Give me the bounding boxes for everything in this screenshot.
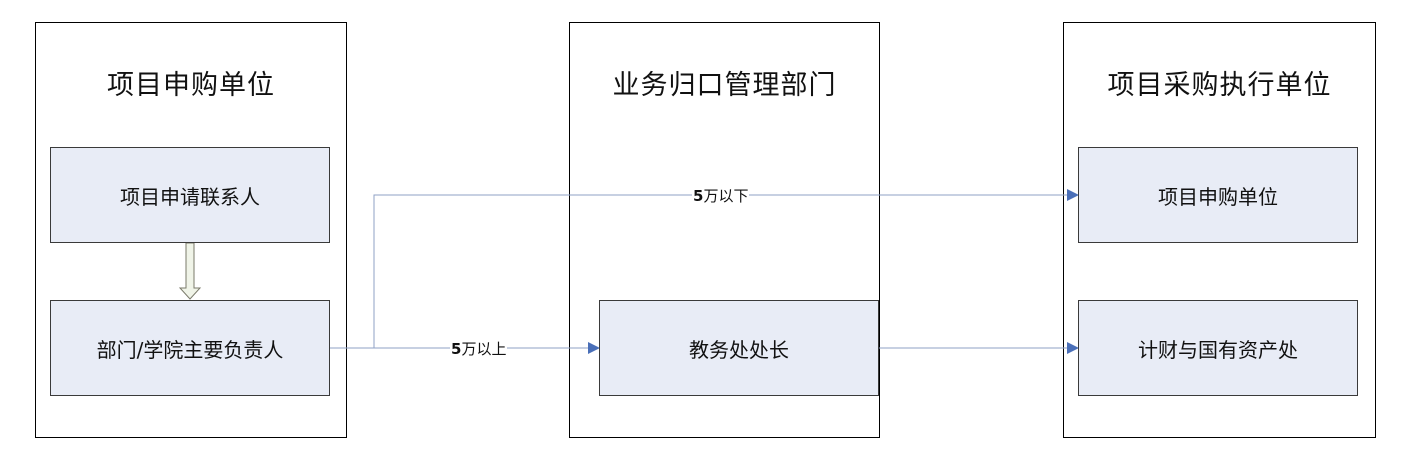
node-project-contact: 项目申请联系人 bbox=[50, 147, 330, 243]
node-label: 项目申购单位 bbox=[1158, 184, 1278, 209]
lane-title: 项目申购单位 bbox=[107, 70, 275, 101]
node-department-head: 部门/学院主要负责人 bbox=[50, 300, 330, 396]
node-label: 项目申请联系人 bbox=[120, 184, 260, 209]
edge-label-below: 5万以下 bbox=[692, 187, 750, 205]
edge-label-text: 万以上 bbox=[461, 340, 507, 358]
node-project-applicant-unit: 项目申购单位 bbox=[1078, 147, 1358, 243]
lane-title: 项目采购执行单位 bbox=[1107, 70, 1332, 101]
node-academic-affairs-dean: 教务处处长 bbox=[599, 300, 879, 396]
node-finance-asset-office: 计财与国有资产处 bbox=[1078, 300, 1358, 396]
node-label: 计财与国有资产处 bbox=[1138, 337, 1298, 362]
edge-label-number: 5 bbox=[693, 187, 704, 205]
edge-label-number: 5 bbox=[451, 340, 462, 358]
node-label: 教务处处长 bbox=[689, 337, 789, 362]
edge-label-above: 5万以上 bbox=[450, 340, 508, 358]
lane-title: 业务归口管理部门 bbox=[612, 70, 837, 101]
edge-label-text: 万以下 bbox=[703, 187, 749, 205]
node-label: 部门/学院主要负责人 bbox=[96, 337, 284, 362]
